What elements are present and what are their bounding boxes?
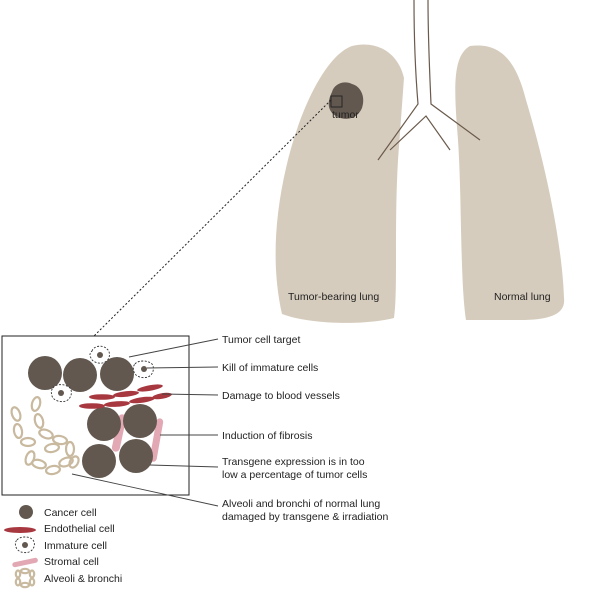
cancer-cell [123, 404, 157, 438]
airway [377, 0, 481, 161]
leader-damage-vessels [161, 393, 219, 396]
immature-cell [50, 384, 72, 403]
endothelial-cell [113, 390, 139, 398]
tumor-bearing-lung-label: Tumor-bearing lung [288, 291, 379, 303]
leader-tumor-cell-target [128, 338, 219, 358]
cancer-cell [87, 407, 121, 441]
alveolus [58, 456, 74, 468]
leader-transgene [149, 464, 219, 468]
legend: Cancer cell Endothelial cell Immature ce… [4, 505, 122, 589]
legend-item-stromal-cell: Stromal cell [12, 556, 99, 568]
alveoli-bronchi-icon [14, 567, 36, 589]
alveolus [30, 396, 42, 412]
legend-label-cancer-cell: Cancer cell [44, 507, 97, 519]
tumor-bearing-lung-shape [275, 44, 404, 323]
normal-lung-label: Normal lung [494, 291, 551, 303]
endothelial-cell [89, 394, 115, 400]
legend-label-immature-cell: Immature cell [44, 540, 107, 552]
alveolus [12, 422, 24, 440]
alveolus [64, 440, 76, 458]
callout-alveoli-damage: Alveoli and bronchi of normal lung damag… [222, 498, 389, 523]
cancer-cell [119, 439, 153, 473]
cancer-cell [28, 356, 62, 390]
stromal-cell-icon [12, 557, 38, 568]
legend-label-endothelial-cell: Endothelial cell [44, 523, 115, 535]
legend-item-endothelial-cell: Endothelial cell [4, 523, 115, 535]
alveolus [19, 436, 37, 448]
cancer-cell [82, 444, 116, 478]
cancer-cell [100, 357, 134, 391]
endothelial-cell [104, 401, 130, 407]
tumor-zoom-box [330, 95, 343, 108]
inset-content [10, 345, 172, 478]
alveolus [10, 406, 22, 422]
endothelial-cell [129, 396, 155, 404]
callout-transgene-expression: Transgene expression is in too low a per… [222, 456, 368, 481]
leader-alveoli [71, 473, 219, 507]
alveolus [38, 428, 54, 440]
callout-kill-immature: Kill of immature cells [222, 362, 318, 374]
endothelial-cell [79, 403, 105, 409]
cancer-cell [63, 358, 97, 392]
immature-cell [89, 345, 110, 364]
callout-damage-vessels: Damage to blood vessels [222, 390, 340, 402]
cancer-cell-icon [19, 505, 33, 519]
normal-lung-shape [455, 45, 565, 321]
endothelial-cells [79, 384, 172, 409]
alveoli-chain [10, 396, 80, 476]
leader-kill-immature [146, 366, 219, 369]
callout-texts: Tumor cell target Kill of immature cells… [222, 334, 389, 523]
lungs-illustration: tumor Tumor-bearing lung Normal lung [275, 0, 565, 323]
tumor-label: tumor [332, 109, 359, 121]
immature-cell [132, 360, 154, 379]
callout-induction-fibrosis: Induction of fibrosis [222, 430, 312, 442]
alveolus [68, 455, 80, 469]
stromal-cell [149, 418, 164, 462]
legend-label-stromal-cell: Stromal cell [44, 556, 99, 568]
legend-item-alveoli-bronchi: Alveoli & bronchi [14, 567, 122, 589]
immature-cell-icon [14, 536, 35, 554]
callout-leaders [71, 338, 219, 507]
legend-label-alveoli-bronchi: Alveoli & bronchi [44, 573, 122, 585]
stromal-cell [111, 414, 127, 452]
cancer-cells [28, 356, 157, 478]
stromal-cells [111, 414, 164, 462]
tumor-mass [328, 82, 364, 119]
alveolus [51, 434, 69, 446]
alveolus [31, 458, 47, 470]
legend-item-immature-cell: Immature cell [14, 536, 107, 554]
endothelial-cell-icon [4, 527, 36, 533]
immature-cells [50, 345, 154, 403]
callout-tumor-cell-target: Tumor cell target [222, 334, 300, 346]
alveolus [43, 442, 61, 454]
alveolus [33, 413, 45, 429]
legend-item-cancer-cell: Cancer cell [19, 505, 97, 519]
endothelial-cell [137, 384, 163, 392]
alveolus [44, 464, 62, 476]
